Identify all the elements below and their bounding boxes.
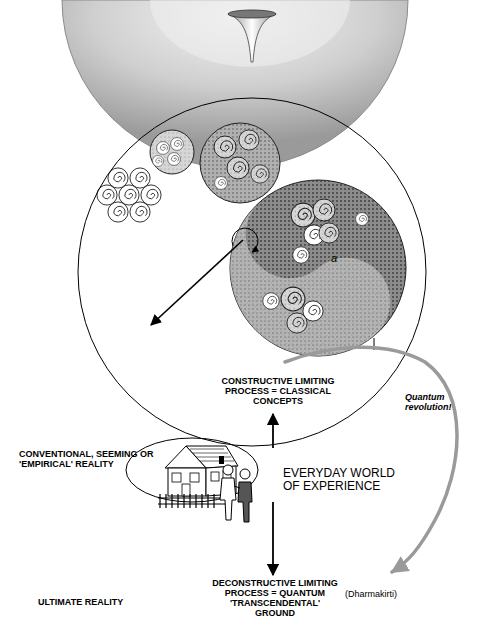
node-outline bbox=[15, 436, 270, 514]
direction-arrows bbox=[374, 338, 375, 350]
house-illustration bbox=[190, 449, 234, 461]
funnel-shape bbox=[228, 10, 276, 62]
dark-spiral-circle bbox=[281, 287, 305, 311]
node-text: CONSTRUCTIVE LIMITING PROCESS = CLASSICA… bbox=[217, 376, 339, 406]
down-arrow bbox=[273, 502, 274, 575]
quantum-curve-arrow bbox=[285, 347, 457, 572]
large-spiral-circle bbox=[227, 157, 249, 179]
bowl-shape bbox=[62, 0, 408, 168]
house-illustration bbox=[186, 446, 238, 468]
large-spiral-circle bbox=[214, 136, 236, 158]
house-illustration bbox=[220, 478, 236, 520]
house-illustration bbox=[165, 446, 206, 468]
large-spiral-circle bbox=[239, 130, 259, 150]
dark-spiral-circle bbox=[287, 313, 307, 333]
dark-spiral-circle bbox=[194, 172, 408, 392]
large-spiral-circle bbox=[215, 177, 228, 190]
medium-spiral-circle bbox=[171, 138, 184, 151]
house-illustration bbox=[190, 473, 199, 482]
oval-outline bbox=[126, 438, 258, 502]
quantum-curve-arrow bbox=[285, 347, 457, 572]
dark-spiral-circle bbox=[356, 213, 369, 226]
dark-spiral-circle bbox=[313, 199, 335, 221]
dark-spiral-circle bbox=[304, 225, 324, 245]
dark-spiral-circle bbox=[303, 301, 323, 321]
node-text: CONVENTIONAL, SEEMING OR 'EMPIRICAL' REA… bbox=[19, 449, 161, 469]
house-illustration bbox=[234, 486, 240, 488]
up-arrow bbox=[273, 414, 274, 448]
dark-spiral-circle bbox=[319, 223, 339, 243]
white-spiral-cluster bbox=[141, 185, 161, 205]
bowl-shape bbox=[150, 0, 350, 67]
medium-spiral-circle bbox=[168, 153, 181, 166]
house-illustration bbox=[223, 465, 233, 475]
dark-spiral-circle bbox=[293, 247, 310, 264]
dark-spiral-circle bbox=[263, 293, 280, 310]
house-illustration bbox=[240, 469, 250, 479]
white-spiral-cluster bbox=[130, 168, 150, 188]
cosmos-circle: CONSTRUCTIVE LIMITING PROCESS = CLASSICA… bbox=[77, 97, 427, 447]
funnel-shape bbox=[228, 14, 276, 62]
house-illustration bbox=[168, 468, 206, 496]
process-caption: DECONSTRUCTIVE LIMITING PROCESS = QUANTU… bbox=[210, 578, 340, 618]
direction-arrows bbox=[151, 228, 374, 350]
region-letter: a bbox=[331, 252, 351, 264]
large-spiral-circle bbox=[200, 123, 280, 203]
house-illustration bbox=[219, 456, 224, 464]
house-illustration bbox=[160, 494, 214, 508]
down-arrow bbox=[272, 502, 274, 575]
house-illustration bbox=[206, 466, 236, 496]
house-illustration bbox=[211, 472, 219, 481]
medium-spiral-circle bbox=[153, 156, 164, 167]
up-arrow bbox=[272, 414, 274, 448]
dark-spiral-circle bbox=[194, 172, 408, 392]
large-spiral-circle bbox=[251, 165, 269, 183]
direction-arrows bbox=[232, 228, 258, 252]
white-spiral-cluster bbox=[108, 202, 128, 222]
funnel-shape bbox=[228, 10, 276, 18]
circle-outline bbox=[78, 98, 426, 446]
author-note: (Dharmakirti) bbox=[345, 589, 425, 599]
house-illustration bbox=[158, 446, 252, 522]
medium-spiral-circle bbox=[150, 130, 194, 174]
dark-spiral-circle bbox=[291, 203, 315, 227]
medium-spiral-circle bbox=[150, 130, 194, 174]
world-heading: EVERYDAY WORLD OF EXPERIENCE bbox=[283, 467, 409, 494]
house-illustration bbox=[172, 473, 181, 482]
house-illustration bbox=[158, 498, 232, 504]
dark-spiral-circle bbox=[230, 180, 406, 356]
large-spiral-circle bbox=[200, 123, 280, 203]
reality-label: ULTIMATE REALITY bbox=[38, 597, 168, 607]
house-illustration bbox=[223, 471, 231, 480]
white-spiral-cluster bbox=[130, 202, 150, 222]
arrow-caption: Quantum revolution! bbox=[405, 392, 467, 412]
medium-spiral-circle bbox=[157, 142, 170, 155]
direction-arrows bbox=[151, 240, 243, 325]
white-spiral-cluster bbox=[119, 185, 139, 205]
house-oval: CONVENTIONAL, SEEMING OR 'EMPIRICAL' REA… bbox=[15, 436, 270, 514]
house-illustration bbox=[238, 482, 252, 522]
house-illustration bbox=[182, 484, 190, 496]
bowl-shape bbox=[62, 0, 408, 168]
